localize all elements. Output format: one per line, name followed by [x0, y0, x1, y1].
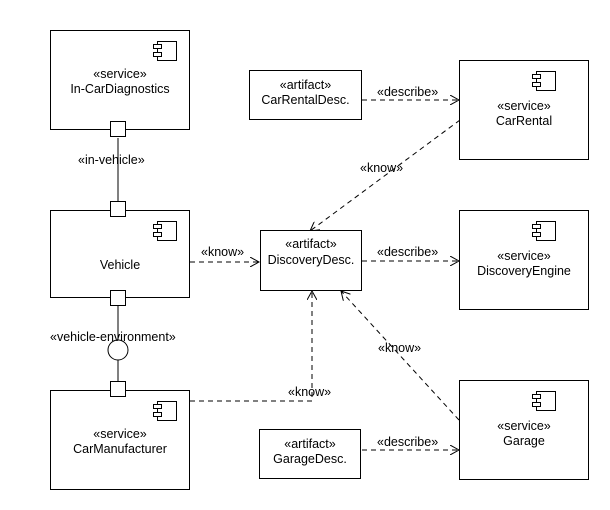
stereotype-label: «service»: [497, 99, 551, 113]
rental-describe-label: «describe»: [377, 85, 439, 99]
component-name: CarRental: [495, 114, 553, 128]
stereotype-label: «artifact»: [279, 78, 332, 92]
component-icon: [532, 221, 556, 241]
rental-know-arrow: [310, 119, 461, 231]
vehicle-component[interactable]: Vehicle: [50, 210, 190, 298]
artifact-name: GarageDesc.: [273, 452, 347, 466]
component-icon: [532, 391, 556, 411]
component-name: DiscoveryEngine: [477, 264, 571, 278]
discovery-engine-component[interactable]: «service» DiscoveryEngine: [459, 210, 589, 310]
stereotype-label: «artifact»: [284, 437, 336, 451]
component-name: In-CarDiagnostics: [70, 82, 170, 96]
manufacturer-know-arrow: [190, 291, 312, 402]
vehicle-bottom-port: [110, 290, 126, 306]
component-name: CarManufacturer: [73, 442, 167, 456]
car-manufacturer-component[interactable]: «service» CarManufacturer: [50, 390, 190, 490]
component-icon: [153, 41, 177, 61]
discovery-desc-artifact[interactable]: «artifact» DiscoveryDesc.: [260, 230, 362, 291]
component-icon: [153, 401, 177, 421]
manufacturer-know-label: «know»: [288, 385, 332, 399]
garage-know-arrow: [341, 291, 460, 421]
car-rental-desc-artifact[interactable]: «artifact» CarRentalDesc.: [249, 70, 362, 120]
garage-describe-label: «describe»: [377, 435, 439, 449]
stereotype-label: «service»: [93, 427, 147, 441]
car-manufacturer-port: [110, 381, 126, 397]
stereotype-label: «artifact»: [285, 237, 337, 251]
stereotype-label: «service»: [93, 67, 147, 81]
garage-desc-artifact[interactable]: «artifact» GarageDesc.: [259, 429, 361, 479]
in-car-diagnostics-component[interactable]: «service» In-CarDiagnostics: [50, 30, 190, 130]
in-vehicle-label: «in-vehicle»: [78, 153, 145, 167]
component-name: Garage: [503, 434, 545, 448]
car-rental-component[interactable]: «service» CarRental: [459, 60, 589, 160]
vehicle-know-label: «know»: [201, 245, 245, 259]
stereotype-label: «service»: [497, 249, 551, 263]
in-car-diagnostics-port: [110, 121, 126, 137]
artifact-name: CarRentalDesc.: [261, 93, 350, 107]
stereotype-label: «service»: [497, 419, 551, 433]
vehicle-environment-label: «vehicle-environment»: [50, 330, 176, 344]
component-icon: [153, 221, 177, 241]
component-name: Vehicle: [99, 258, 141, 272]
component-icon: [532, 71, 556, 91]
artifact-name: DiscoveryDesc.: [267, 253, 355, 267]
rental-know-label: «know»: [360, 161, 404, 175]
discovery-describe-label: «describe»: [377, 245, 439, 259]
vehicle-top-port: [110, 201, 126, 217]
garage-know-label: «know»: [378, 341, 422, 355]
garage-component[interactable]: «service» Garage: [459, 380, 589, 480]
